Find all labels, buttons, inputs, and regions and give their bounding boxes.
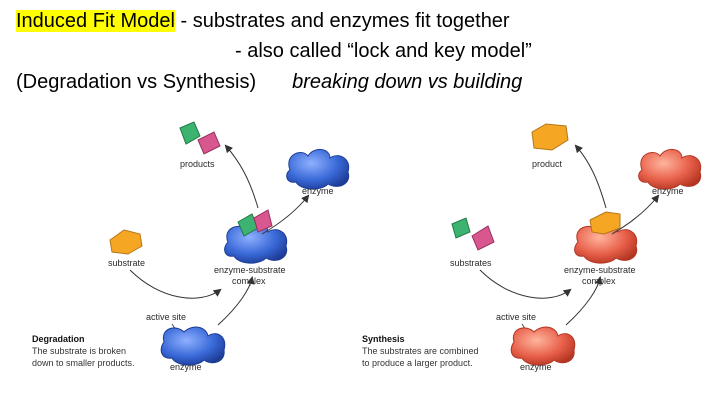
product-label: product <box>532 159 563 169</box>
synthesis-enzyme-top-label: enzyme <box>652 186 684 196</box>
subtitle-line: - also called “lock and key model” <box>235 40 532 62</box>
active-site-label: active site <box>146 312 186 322</box>
complex-shape <box>224 209 288 264</box>
synthesis-enzyme-bottom-label: enzyme <box>520 362 552 372</box>
degradation-caption-line1: The substrate is broken <box>32 346 126 356</box>
substrates-label: substrates <box>450 258 492 268</box>
synthesis-panel: product enzyme substrates enzyme-substra… <box>362 123 702 372</box>
title-line: Induced Fit Model - substrates and enzym… <box>16 10 510 33</box>
synthesis-enzyme-top-shape <box>638 149 702 190</box>
substrate-shape <box>109 229 143 255</box>
degradation-caption-line2: down to smaller products. <box>32 358 135 368</box>
arrow-enzyme-up <box>217 276 255 326</box>
comparison-line: (Degradation vs Synthesis) breaking down … <box>16 71 522 94</box>
complex-label-line2: complex <box>232 276 266 286</box>
synthesis-complex-shape <box>574 211 638 264</box>
arrow-to-complex-left <box>129 269 222 299</box>
arrow-to-products <box>224 144 259 209</box>
substrates-shapes <box>451 217 495 251</box>
arrow-synthesis-enzyme-up <box>565 276 603 326</box>
degradation-caption-title: Degradation <box>32 334 85 344</box>
substrate-label: substrate <box>108 258 145 268</box>
products-shapes <box>179 121 221 155</box>
enzyme-top-shape <box>286 149 350 190</box>
synthesis-complex-label-line1: enzyme-substrate <box>564 265 636 275</box>
enzyme-diagram: products enzyme substrate enzyme-substra… <box>32 121 702 372</box>
product-shape <box>531 123 569 151</box>
arrow-to-product <box>574 144 607 209</box>
synthesis-caption-title: Synthesis <box>362 334 405 344</box>
degradation-panel: products enzyme substrate enzyme-substra… <box>32 121 350 372</box>
arrow-to-synthesis-complex <box>479 269 572 299</box>
synthesis-enzyme-bottom-shape <box>510 326 576 366</box>
title-rest: - substrates and enzymes fit together <box>174 10 510 32</box>
enzyme-bottom-label: enzyme <box>170 362 202 372</box>
synthesis-active-site-label: active site <box>496 312 536 322</box>
arrow-to-enzyme <box>261 194 310 235</box>
arrow-to-synthesis-enzyme <box>611 194 660 235</box>
complex-label-line1: enzyme-substrate <box>214 265 286 275</box>
synthesis-caption-line1: The substrates are combined <box>362 346 479 356</box>
enzyme-bottom-shape <box>160 326 226 366</box>
products-label: products <box>180 159 215 169</box>
comparison-right: breaking down vs building <box>292 71 523 93</box>
enzyme-top-label: enzyme <box>302 186 334 196</box>
comparison-left: (Degradation vs Synthesis) <box>16 71 257 93</box>
synthesis-caption-line2: to produce a larger product. <box>362 358 473 368</box>
title-highlight: Induced Fit Model <box>16 10 175 32</box>
